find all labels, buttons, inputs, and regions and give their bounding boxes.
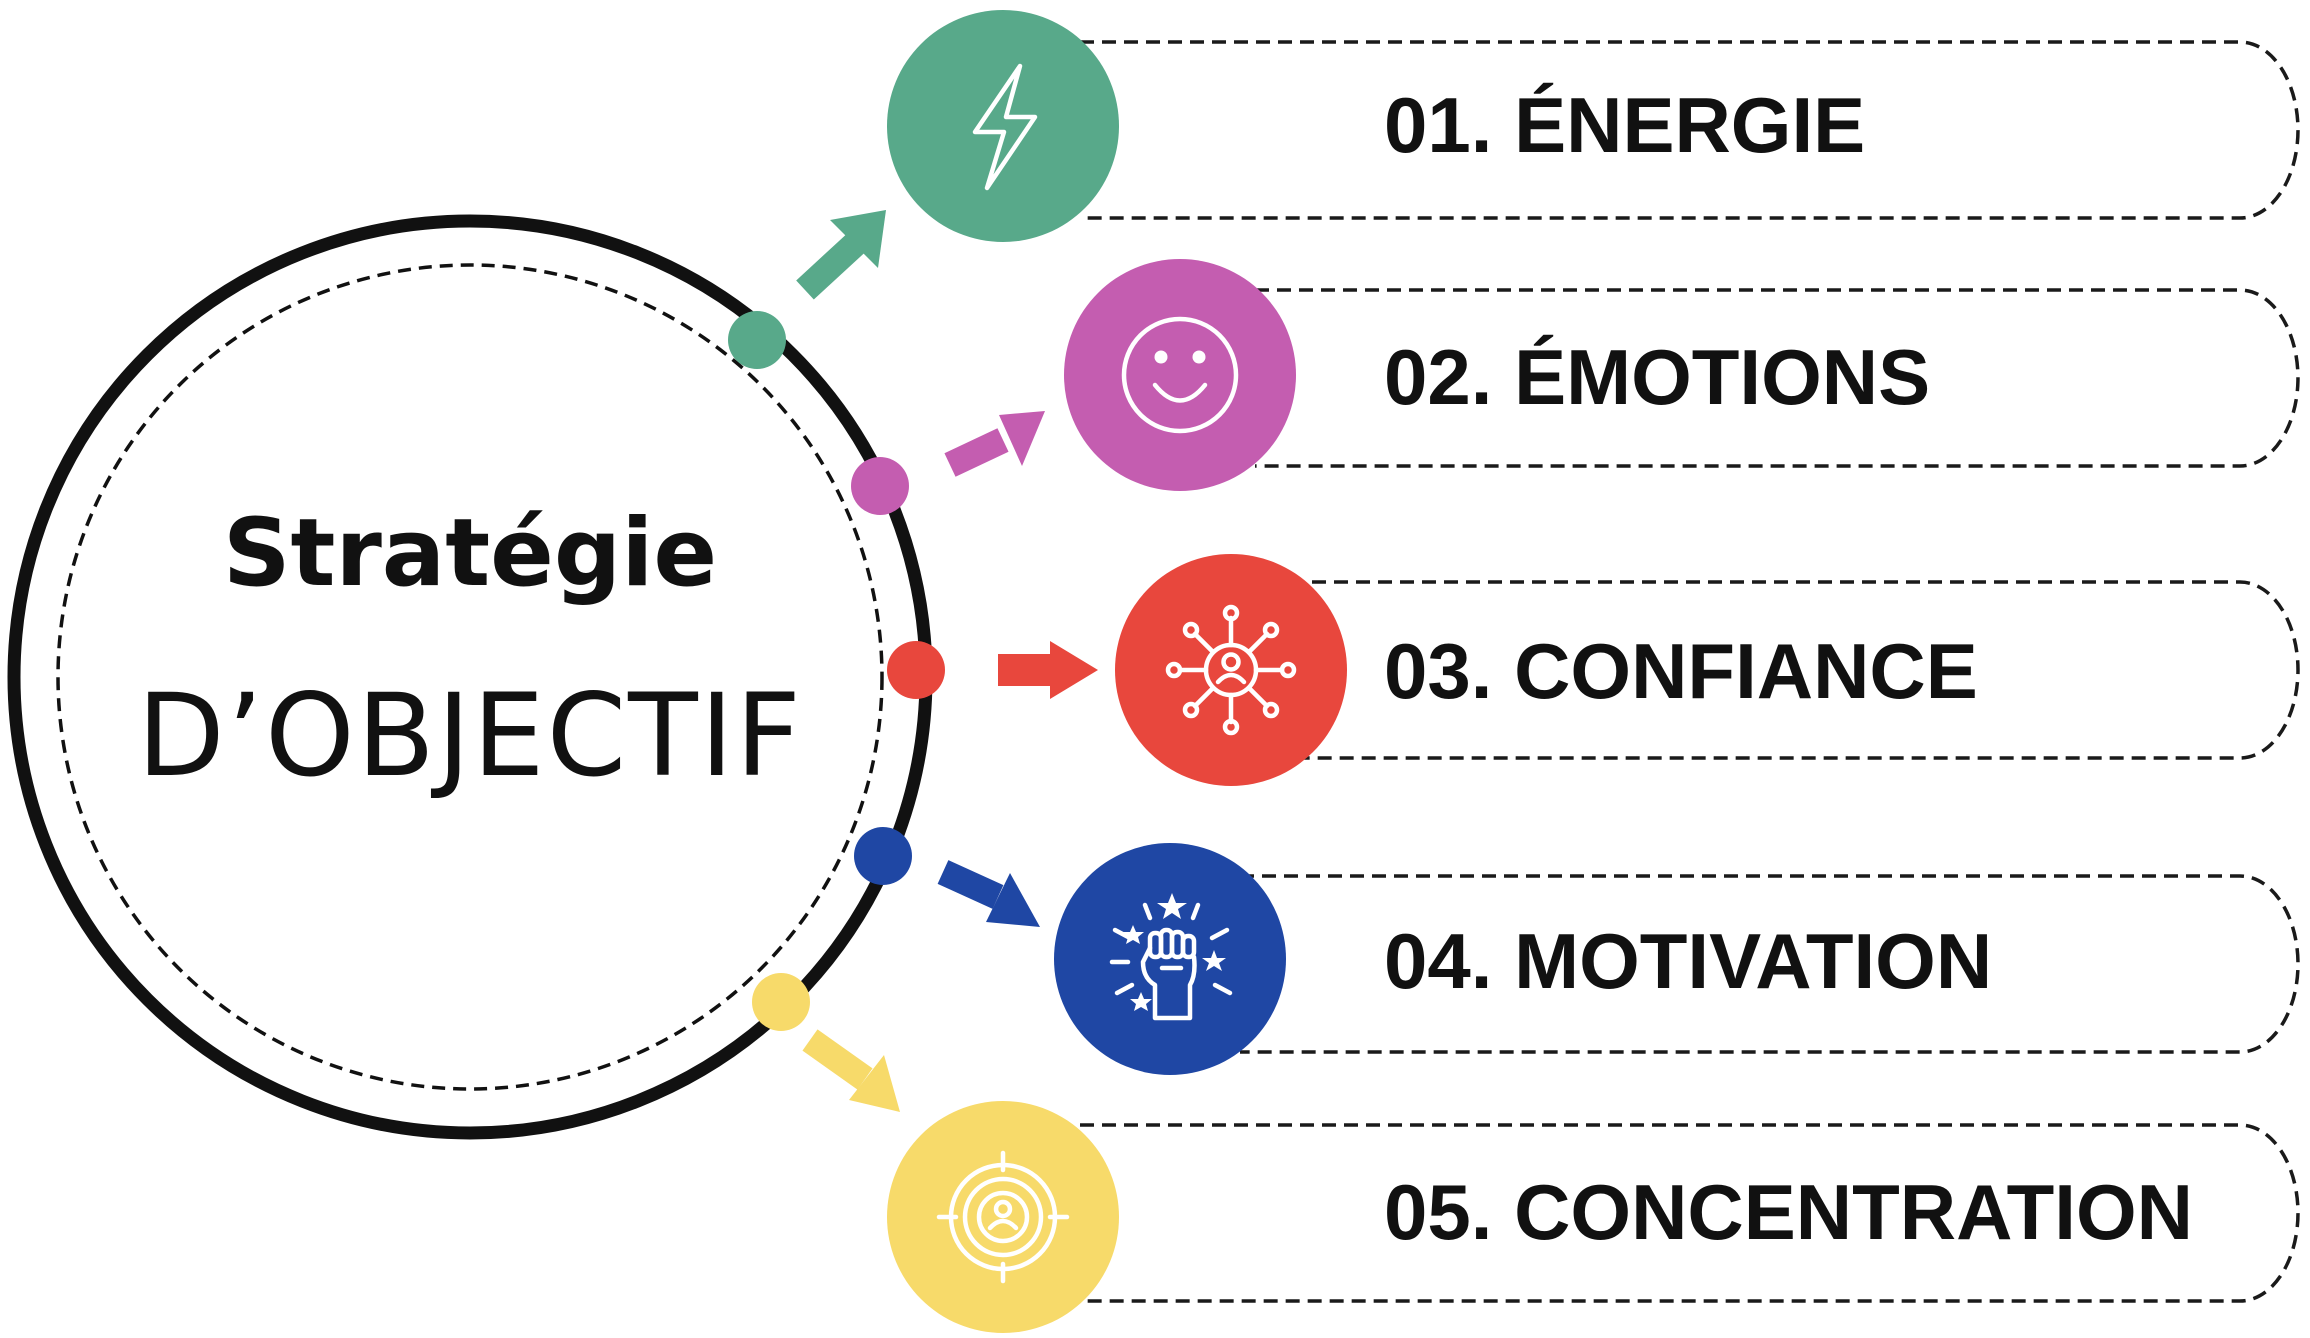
label-box-3 xyxy=(1290,580,2300,760)
target-person-icon xyxy=(936,1150,1070,1284)
lightning-icon xyxy=(972,63,1038,191)
network-person-icon xyxy=(1165,604,1297,736)
item-label-5: 05. CONCENTRATION xyxy=(1384,1168,2193,1256)
raised-fist-stars-icon xyxy=(1109,893,1233,1021)
label-box-2 xyxy=(1255,288,2300,468)
connector-dot-4 xyxy=(854,827,912,885)
arrow-4 xyxy=(937,860,1040,927)
label-box-4 xyxy=(1240,874,2300,1054)
icon-circle-2 xyxy=(1064,259,1296,491)
arrow-1 xyxy=(796,210,886,300)
arrow-2 xyxy=(944,411,1045,477)
item-label-3: 03. CONFIANCE xyxy=(1384,627,1978,715)
connector-dot-1 xyxy=(728,311,786,369)
center-subtitle: D’OBJECTIF xyxy=(137,669,803,802)
arrow-3 xyxy=(998,641,1098,699)
arrow-5 xyxy=(802,1029,900,1112)
item-label-2: 02. ÉMOTIONS xyxy=(1384,333,1930,421)
icon-circle-1 xyxy=(887,10,1119,242)
item-label-4: 04. MOTIVATION xyxy=(1384,917,1992,1005)
connector-dot-5 xyxy=(752,973,810,1031)
smiley-face-icon xyxy=(1121,316,1239,434)
connector-dot-2 xyxy=(851,457,909,515)
icon-circle-4 xyxy=(1054,843,1286,1075)
connector-dot-3 xyxy=(887,641,945,699)
item-label-1: 01. ÉNERGIE xyxy=(1384,81,1865,169)
label-box-1 xyxy=(1080,40,2300,220)
center-circle-inner-dashed xyxy=(56,263,884,1091)
center-title: Stratégie xyxy=(223,499,717,608)
label-box-5 xyxy=(1080,1123,2300,1303)
